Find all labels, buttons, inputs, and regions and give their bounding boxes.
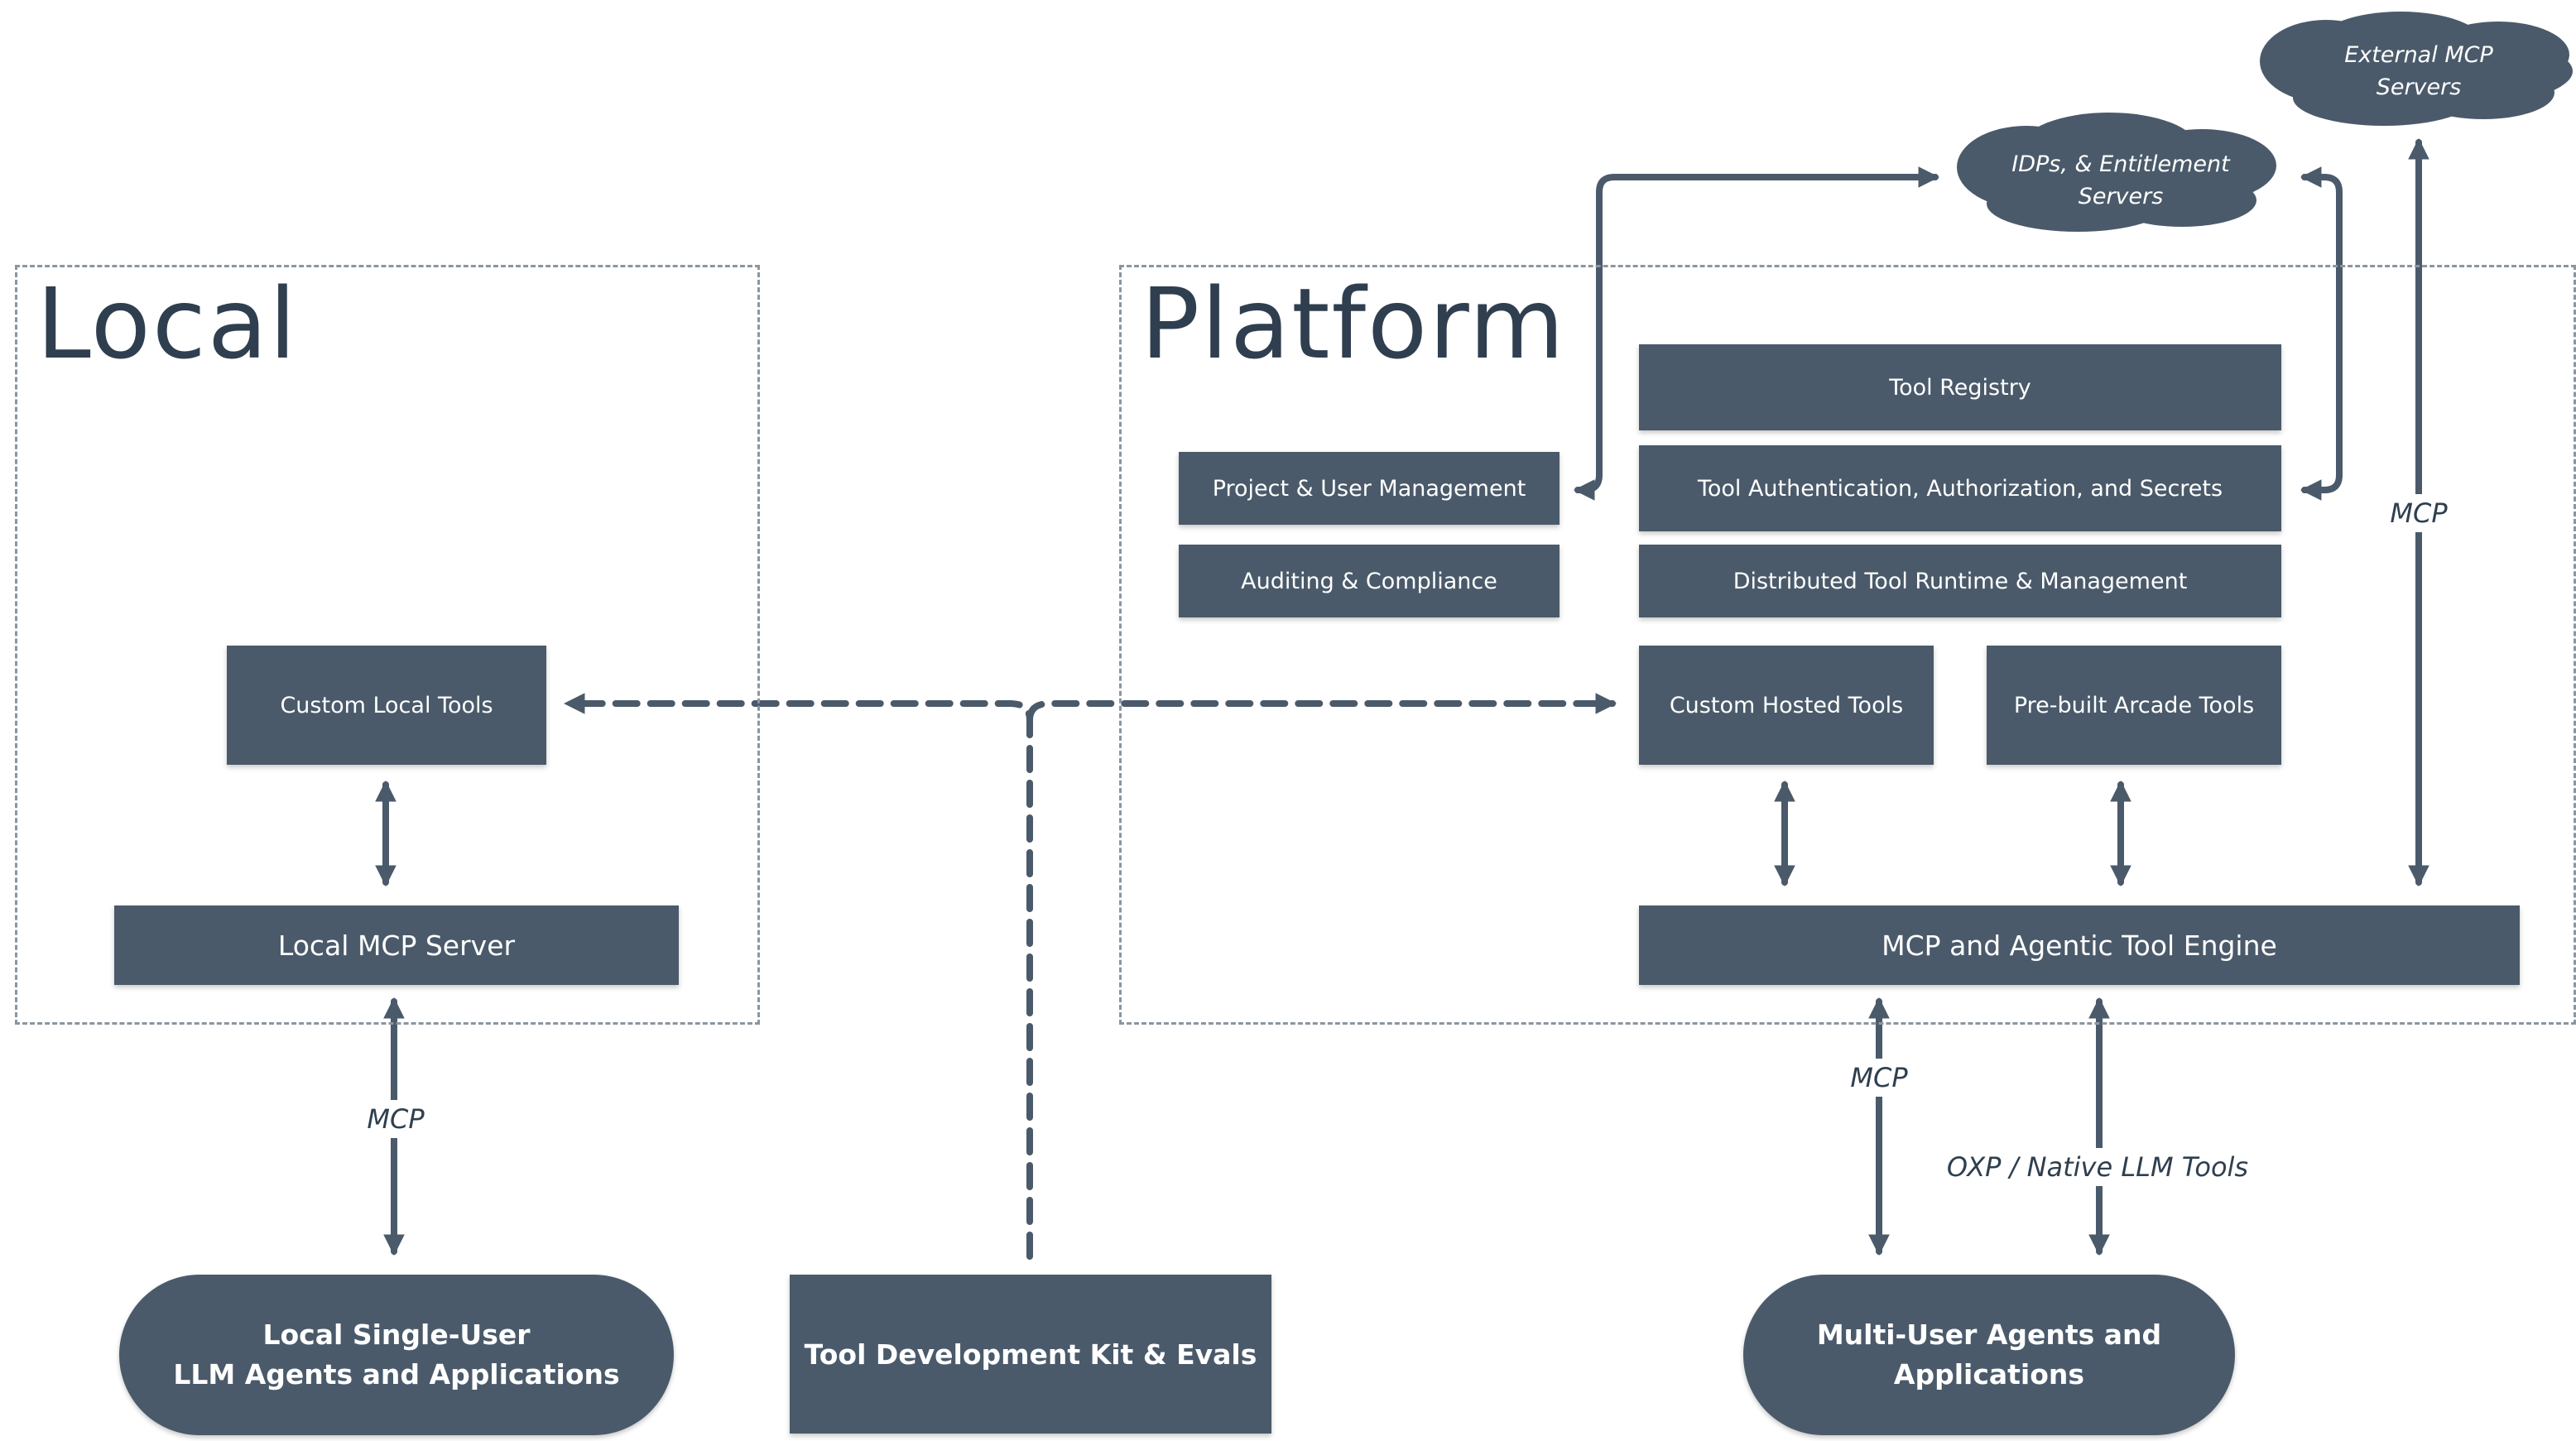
tool-registry-box: Tool Registry	[1639, 344, 2281, 430]
mcp-agentic-tool-engine-box: MCP and Agentic Tool Engine	[1639, 905, 2520, 985]
project-user-management-box: Project & User Management	[1179, 452, 1560, 525]
local-region-title: Local	[36, 267, 298, 381]
custom-local-tools-box: Custom Local Tools	[227, 646, 546, 765]
edge-label-mcp-local: MCP	[362, 1100, 430, 1138]
edge-label-mcp-engine: MCP	[1845, 1059, 1913, 1097]
custom-hosted-tools-box: Custom Hosted Tools	[1639, 646, 1934, 765]
platform-region	[1119, 265, 2576, 1025]
external-mcp-servers-label: External MCP Servers	[2344, 41, 2493, 100]
tool-auth-box: Tool Authentication, Authorization, and …	[1639, 445, 2281, 531]
local-mcp-server-box: Local MCP Server	[114, 905, 679, 985]
arrow-tool-auth-to-idps	[2300, 166, 2343, 501]
idps-entitlement-servers-label: IDPs, & Entitlement Servers	[2011, 151, 2230, 209]
distributed-runtime-box: Distributed Tool Runtime & Management	[1639, 545, 2281, 617]
tool-development-kit-evals-node: Tool Development Kit & Evals	[790, 1275, 1271, 1434]
local-single-user-agents-node: Local Single-User LLM Agents and Applica…	[119, 1275, 674, 1435]
auditing-compliance-box: Auditing & Compliance	[1179, 545, 1560, 617]
dashed-link-tdk-to-hosted-tools	[1026, 693, 1617, 723]
multi-user-agents-node: Multi-User Agents and Applications	[1743, 1275, 2235, 1435]
arrow-user-mgmt-to-idps	[1573, 166, 1940, 501]
edge-label-mcp-external: MCP	[2385, 494, 2453, 532]
prebuilt-arcade-tools-box: Pre-built Arcade Tools	[1987, 646, 2281, 765]
edge-label-oxp-native-llm-tools: OXP / Native LLM Tools	[1941, 1148, 2254, 1186]
local-region	[15, 265, 760, 1025]
cloud-idps-entitlement-servers	[1957, 113, 2276, 232]
cloud-external-mcp-servers	[2260, 12, 2573, 126]
platform-region-title: Platform	[1141, 267, 1566, 381]
